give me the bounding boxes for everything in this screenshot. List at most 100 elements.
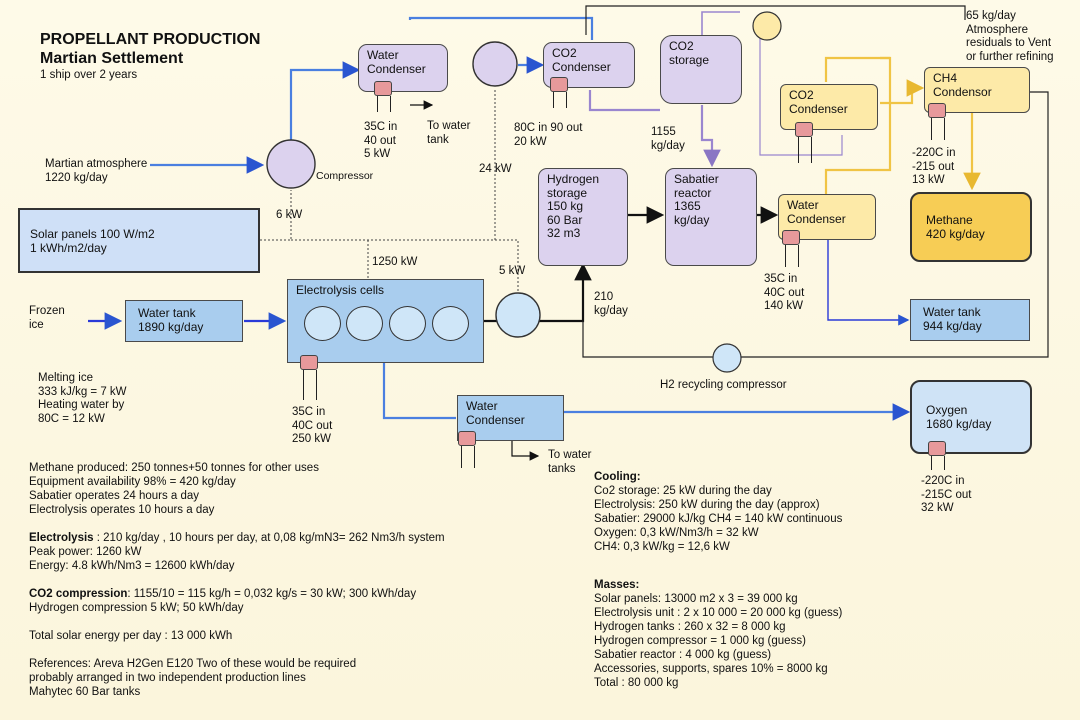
wc-to-tank-out-line [827, 240, 910, 326]
page-subtitle: Martian Settlement [40, 50, 184, 67]
co2c-to-ch4-line [880, 79, 925, 105]
h2-flow-label: 210 kg/day [594, 291, 628, 317]
mass-line: Solar panels: 13000 m2 x 3 = 39 000 kg [594, 593, 798, 605]
compressor-co2 [472, 41, 518, 87]
melting-ice-label: Melting ice 333 kJ/kg = 7 kW Heating wat… [38, 372, 127, 425]
cooling-line: Co2 storage: 25 kW during the day [594, 485, 772, 497]
note-line: References: Areva H2Gen E120 Two of thes… [29, 658, 357, 670]
note-line: Equipment availability 98% = 420 kg/day [29, 476, 236, 488]
electrolysis-cooling-label: 35C in 40C out 250 kW [292, 406, 333, 445]
martian-atmosphere-label: Martian atmosphere 1220 kg/day [45, 158, 148, 184]
heat-exchanger-icon [550, 77, 568, 92]
mass-line: Sabatier reactor : 4 000 kg (guess) [594, 649, 772, 661]
vent-line [585, 5, 966, 35]
heat-exchanger-pipe [553, 92, 567, 108]
ch4-cooling-label: -220C in -215 out 13 kW [912, 147, 956, 186]
heat-exchanger-pipe [798, 137, 812, 163]
heat-exchanger-icon [928, 441, 946, 456]
note-line: Hydrogen compression 5 kW; 50 kWh/day [29, 602, 244, 614]
compressor-h2 [495, 292, 541, 338]
heat-exchanger-pipe [931, 456, 945, 470]
heat-exchanger-icon [782, 230, 800, 245]
wc-sabatier-cooling-label: 35C in 40C out 140 kW [764, 273, 805, 312]
cooling-line: Sabatier: 29000 kJ/kg CH4 = 140 kW conti… [594, 513, 843, 525]
note-co2-compression: CO2 compression: 1155/10 = 115 kg/h = 0,… [29, 588, 417, 600]
sabatier-reactor: Sabatier reactor 1365 kg/day [665, 168, 757, 266]
mass-line: Hydrogen compressor = 1 000 kg (guess) [594, 635, 806, 647]
heat-exchanger-pipe [461, 446, 475, 468]
compressor-recycle [712, 343, 742, 373]
note-line: Sabatier operates 24 hours a day [29, 490, 200, 502]
page-caption: 1 ship over 2 years [40, 69, 138, 81]
power-6kw-label: 6 kW [276, 209, 303, 221]
methane-tank: Methane 420 kg/day [910, 192, 1032, 262]
storage-to-sabatier-line [700, 105, 721, 168]
vent-line-purple [701, 11, 740, 35]
mass-line: Total : 80 000 kg [594, 677, 679, 689]
note-line: Electrolysis operates 10 hours a day [29, 504, 215, 516]
heat-exchanger-pipe [785, 245, 799, 267]
mass-line: Hydrogen tanks : 260 x 32 = 8 000 kg [594, 621, 786, 633]
notes-left: Methane produced: 250 tonnes+50 tonnes f… [29, 461, 569, 699]
wc-bottom-to-tanks [511, 440, 540, 461]
frozen-ice-label: Frozen ice [29, 305, 65, 331]
co2c-yellow-top [824, 56, 890, 82]
power-24kw-label: 24 kW [479, 163, 512, 175]
electrolysis-cell [346, 306, 383, 341]
power-5kw-label: 5 kW [499, 265, 526, 277]
vent-label: 65 kg/day Atmosphere residuals to Vent o… [966, 10, 1054, 63]
note-line: Methane produced: 250 tonnes+50 tonnes f… [29, 462, 319, 474]
water-condenser-top: Water Condenser [358, 44, 448, 92]
co2-flow-label: 1155 kg/day [651, 126, 685, 152]
heat-exchanger-icon [374, 81, 392, 96]
heat-exchanger-icon [300, 355, 318, 370]
electrolysis-cell [432, 306, 469, 341]
note-line: probably arranged in two independent pro… [29, 672, 306, 684]
electrolysis-power-label: 1250 kW [372, 256, 418, 268]
heat-exchanger-pipe [303, 370, 317, 400]
heat-exchanger-icon [795, 122, 813, 137]
note-electrolysis: Electrolysis : 210 kg/day , 10 hours per… [29, 532, 445, 544]
electrolysis-cell [389, 306, 426, 341]
to-water-tanks-label: To water tanks [548, 449, 592, 475]
hydrogen-storage: Hydrogen storage 150 kg 60 Bar 32 m3 [538, 168, 628, 266]
cooling-heading: Cooling: [594, 471, 641, 483]
co2-recycle-line [759, 15, 843, 156]
elec-to-oxygen-line [382, 362, 456, 420]
masses-heading: Masses: [594, 579, 640, 591]
compressor-to-wc-line [289, 61, 361, 140]
note-line: Energy: 4.8 kWh/Nm3 = 12600 kWh/day [29, 560, 235, 572]
compressor-main [266, 139, 316, 189]
electrolysis-cell [304, 306, 341, 341]
water-tank-in: Water tank 1890 kg/day [125, 300, 243, 342]
note-line: Mahytec 60 Bar tanks [29, 686, 141, 698]
note-line: Peak power: 1260 kW [29, 546, 142, 558]
masses-notes: Masses: Solar panels: 13000 m2 x 3 = 39 … [594, 578, 914, 690]
heat-exchanger-icon [928, 103, 946, 118]
heat-exchanger-pipe [931, 118, 945, 140]
water-tank-out: Water tank 944 kg/day [910, 299, 1030, 341]
heat-exchanger-pipe [377, 96, 391, 112]
power-line-6kw [260, 190, 292, 241]
co2c-to-storage-line [588, 90, 660, 112]
co2c-cooling-label: 80C in 90 out 20 kW [514, 122, 583, 148]
oxygen-cooling-label: -220C in -215C out 32 kW [921, 475, 972, 514]
mass-line: Accessories, supports, spares 10% = 8000… [594, 663, 828, 675]
note-line: Total solar energy per day : 13 000 kWh [29, 630, 233, 642]
h2-recycle-line [582, 91, 1049, 358]
to-water-tank-label: To water tank [427, 120, 471, 146]
cooling-notes: Cooling: Co2 storage: 25 kW during the d… [594, 470, 914, 554]
heat-exchanger-icon [458, 431, 476, 446]
compressor-vent [752, 11, 782, 41]
page-title: PROPELLANT PRODUCTION [40, 31, 261, 48]
compressor-label: Compressor [316, 170, 374, 182]
mass-line: Electrolysis unit : 2 x 10 000 = 20 000 … [594, 607, 843, 619]
electrolysis-label: Electrolysis cells [296, 283, 385, 297]
cooling-line: CH4: 0,3 kW/kg = 12,6 kW [594, 541, 730, 553]
cooling-line: Oxygen: 0,3 kW/Nm3/h = 32 kW [594, 527, 759, 539]
wc-top-cooling-label: 35C in 40 out 5 kW [364, 121, 398, 160]
solar-panels: Solar panels 100 W/m2 1 kWh/m2/day [18, 208, 260, 273]
power-line-24kw [291, 88, 496, 241]
